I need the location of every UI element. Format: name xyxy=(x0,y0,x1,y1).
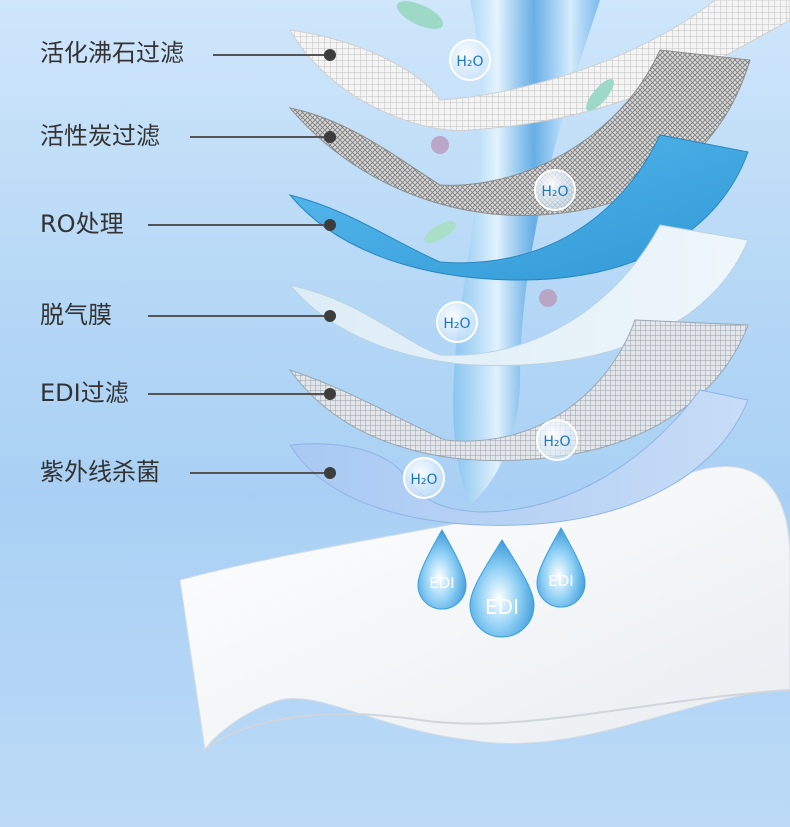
leader-dot xyxy=(324,219,336,231)
layer-label-uv: 紫外线杀菌 xyxy=(40,458,160,486)
leader-line xyxy=(190,136,330,138)
bacteria-particle xyxy=(431,136,449,154)
leader-dot xyxy=(324,310,336,322)
bacteria-particle xyxy=(396,1,444,29)
layer-label-ro: RO处理 xyxy=(40,210,124,238)
svg-text:H₂O: H₂O xyxy=(543,434,570,450)
svg-text:EDI: EDI xyxy=(485,595,519,619)
bacteria-particle xyxy=(539,289,557,307)
h2o-bubble: H₂O xyxy=(436,301,478,343)
leader-line xyxy=(190,472,330,474)
layer-edi xyxy=(288,319,749,462)
layer-label-carbon: 活性炭过滤 xyxy=(40,122,160,150)
layer-uv xyxy=(289,389,749,526)
layer-carbon xyxy=(288,49,751,217)
svg-text:H₂O: H₂O xyxy=(410,472,437,488)
svg-text:EDI: EDI xyxy=(429,574,454,592)
leader-line xyxy=(213,54,330,56)
leader-dot xyxy=(324,49,336,61)
h2o-bubble: H₂O xyxy=(536,419,578,461)
h2o-bubble: H₂O xyxy=(449,39,491,81)
svg-text:H₂O: H₂O xyxy=(456,54,483,70)
leader-line xyxy=(148,224,330,226)
h2o-bubble: H₂O xyxy=(403,457,445,499)
svg-text:H₂O: H₂O xyxy=(443,316,470,332)
leader-dot xyxy=(324,131,336,143)
edi-drop: EDI xyxy=(536,526,586,608)
svg-text:EDI: EDI xyxy=(548,572,573,590)
layer-label-degas: 脱气膜 xyxy=(40,301,112,329)
leader-line xyxy=(148,315,330,317)
layer-label-zeolite: 活化沸石过滤 xyxy=(40,39,184,67)
edi-drop: EDI xyxy=(417,528,467,610)
edi-drop: EDI xyxy=(469,539,535,638)
leader-dot xyxy=(324,467,336,479)
h2o-bubble: H₂O xyxy=(534,169,576,211)
leader-dot xyxy=(324,388,336,400)
leader-line xyxy=(148,393,330,395)
layer-ro xyxy=(288,134,749,281)
svg-text:H₂O: H₂O xyxy=(541,184,568,200)
bacteria-particle xyxy=(586,79,614,111)
bacteria-particle xyxy=(424,221,456,243)
layer-label-edi: EDI过滤 xyxy=(40,379,129,407)
